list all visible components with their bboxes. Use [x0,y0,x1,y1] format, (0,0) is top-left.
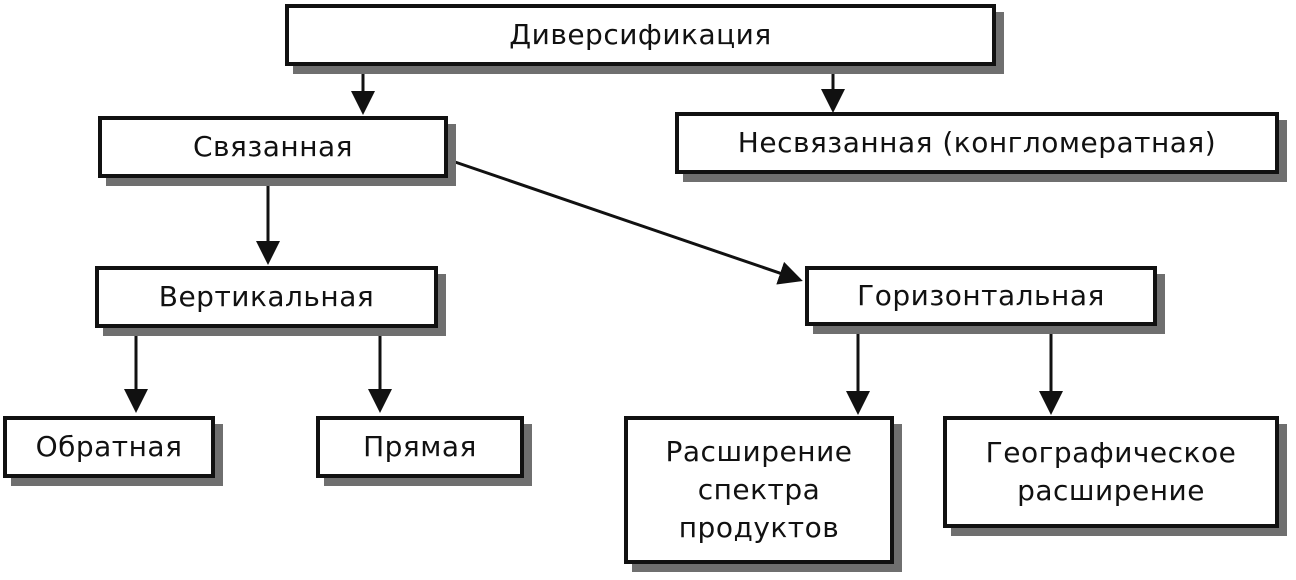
node-unrelated: Несвязанная (конгломератная) [675,112,1279,174]
node-related-label: Связанная [192,130,354,164]
node-vertical-label: Вертикальная [158,280,375,314]
node-product-expansion: Расширение спектра продуктов [624,416,894,564]
node-geo-expansion-line-2: расширение [1017,474,1205,507]
node-geo-expansion: Географическое расширение [943,416,1279,528]
node-vertical: Вертикальная [95,266,438,328]
node-unrelated-label: Несвязанная (конгломератная) [737,126,1217,160]
node-forward-label: Прямая [363,430,477,464]
node-geo-expansion-line-1: Географическое [985,436,1237,470]
node-horizontal-label: Горизонтальная [857,279,1105,313]
node-related: Связанная [98,116,448,178]
node-product-expansion-line-1: Расширение [665,435,853,469]
node-backward-label: Обратная [35,430,183,464]
node-horizontal: Горизонтальная [805,266,1157,326]
node-forward: Прямая [316,416,524,478]
node-product-expansion-line-2: спектра [697,473,821,507]
node-diversification: Диверсификация [285,4,996,66]
node-product-expansion-line-3: продуктов [678,510,840,544]
node-backward: Обратная [3,416,215,478]
node-diversification-label: Диверсификация [509,18,772,52]
edge-related-horizontal [454,160,803,285]
